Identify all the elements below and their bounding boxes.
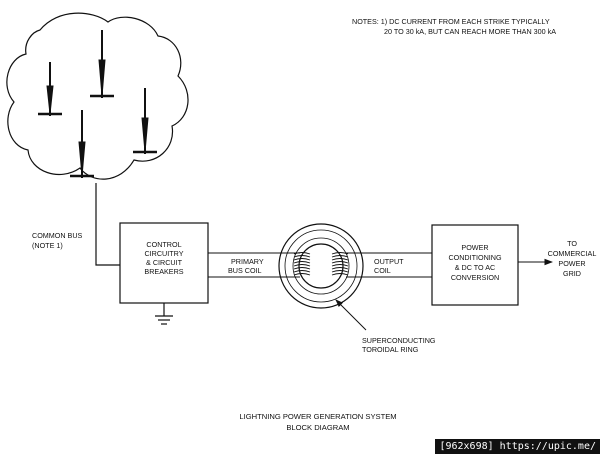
note-line-2: 20 TO 30 kA, BUT CAN REACH MORE THAN 300… (384, 27, 556, 36)
common-bus-note: (NOTE 1) (32, 241, 63, 250)
watermark: [962x698] https://upic.me/ (435, 439, 600, 454)
super-label-2: TOROIDAL RING (362, 345, 419, 354)
to-label-2: COMMERCIAL (548, 249, 597, 258)
primary-label-2: BUS COIL (228, 266, 262, 275)
output-label-1: OUTPUT (374, 257, 404, 266)
power-label-1: POWER (461, 243, 488, 252)
common-bus-wire (95, 183, 120, 266)
cloud (6, 12, 189, 180)
control-label-1: CONTROL (146, 240, 181, 249)
output-label-2: COIL (374, 266, 391, 275)
to-label-1: TO (567, 239, 577, 248)
output-coil (331, 252, 349, 276)
toroidal-ring (278, 223, 364, 309)
power-label-4: CONVERSION (451, 273, 499, 282)
primary-coil (293, 252, 311, 276)
lightning-rod-icon (90, 30, 114, 98)
to-label-4: GRID (563, 269, 581, 278)
lightning-rod-icon (70, 110, 94, 178)
note-line-1: NOTES: 1) DC CURRENT FROM EACH STRIKE TY… (352, 17, 550, 26)
diagram-title: LIGHTNING POWER GENERATION SYSTEM (239, 412, 396, 421)
diagram-subtitle: BLOCK DIAGRAM (286, 423, 349, 432)
power-box (431, 224, 519, 306)
control-label-3: & CIRCUIT (146, 258, 183, 267)
super-label-1: SUPERCONDUCTING (362, 336, 436, 345)
ground-icon (155, 303, 173, 325)
ring-pointer (335, 299, 367, 331)
control-label-4: BREAKERS (144, 267, 183, 276)
control-label-2: CIRCUITRY (144, 249, 183, 258)
to-label-3: POWER (558, 259, 585, 268)
power-label-2: CONDITIONING (448, 253, 502, 262)
lightning-rod-icon (133, 88, 157, 154)
lightning-rod-icon (38, 62, 62, 116)
primary-label-1: PRIMARY (231, 257, 264, 266)
power-label-3: & DC TO AC (455, 263, 495, 272)
common-bus-label: COMMON BUS (32, 231, 83, 240)
